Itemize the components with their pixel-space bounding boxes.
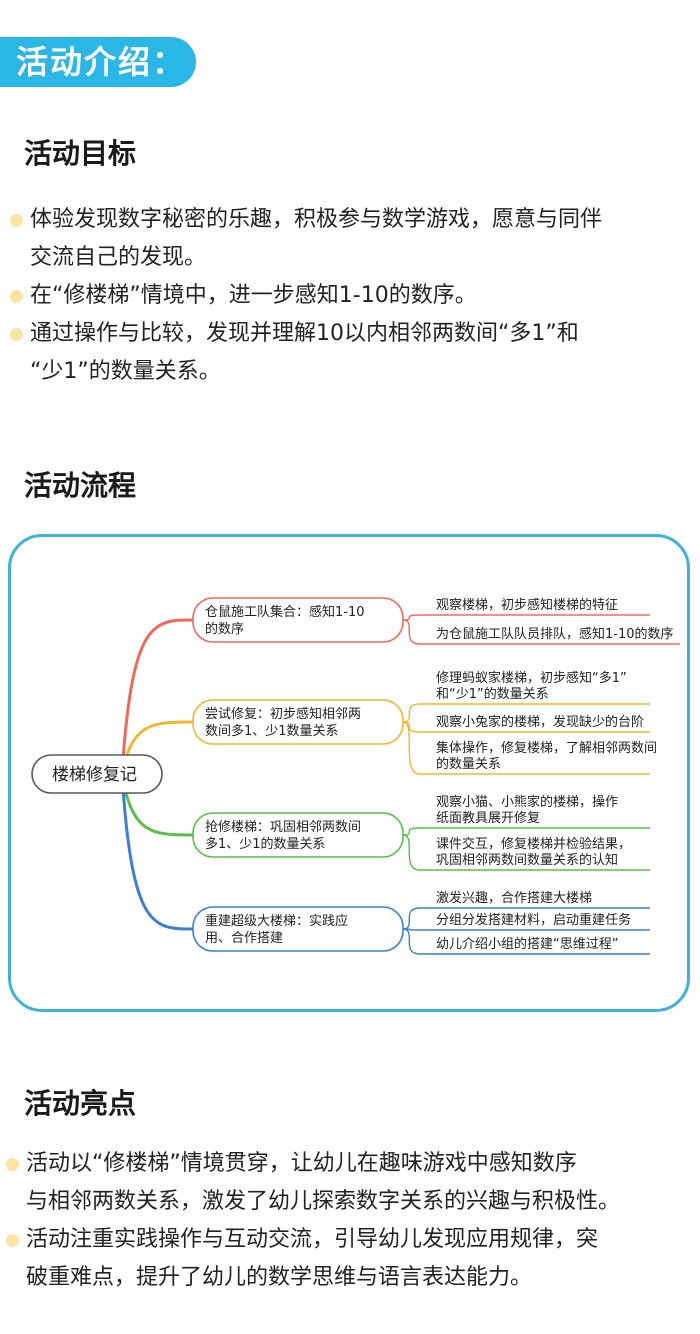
bullet-dot xyxy=(10,290,23,303)
goal-item: 体验发现数字秘密的乐趣，积极参与数学游戏，愿意与同伴交流自己的发现。 xyxy=(10,201,692,277)
branch-label: 重建超级大楼梯：实践应用、合作搭建 xyxy=(205,913,348,946)
highlights-title-text: 活动亮点 xyxy=(24,1087,137,1120)
bullet-dot xyxy=(6,1158,19,1171)
branch-connector xyxy=(120,773,194,931)
flow-section-title: 活动流程 xyxy=(8,466,155,506)
leaf-connector xyxy=(402,834,421,871)
leaf-label: 幼儿介绍小组的搭建“思维过程” xyxy=(436,936,618,952)
leaf-label: 修理蚂蚁家楼梯，初步感知“多1”和“少1”的数量关系 xyxy=(436,670,627,702)
leaf-label: 观察小兔家的楼梯，发现缺少的台阶 xyxy=(436,714,644,730)
leaf-connector xyxy=(402,619,421,645)
bullet-dot xyxy=(10,214,23,227)
leaf-label: 集体操作，修复楼梯，了解相邻两数间的数量关系 xyxy=(436,740,657,772)
root-label: 楼梯修复记 xyxy=(52,765,137,785)
leaf-label: 观察楼梯，初步感知楼梯的特征 xyxy=(436,597,618,613)
leaf-label: 观察小猫、小熊家的楼梯，操作纸面教具展开修复 xyxy=(436,794,618,826)
branch-connector xyxy=(120,618,194,775)
leaf-connector xyxy=(402,827,421,836)
bullet-dot xyxy=(6,1234,19,1247)
leaf-connector xyxy=(402,703,421,723)
leaf-connector xyxy=(402,928,421,955)
leaf-connector xyxy=(402,614,421,621)
bullet-dot xyxy=(10,328,23,341)
goals-title-text: 活动目标 xyxy=(24,137,137,170)
highlight-item: 活动以“修楼梯”情境贯穿，让幼儿在趣味游戏中感知数序与相邻两数关系，激发了幼儿探… xyxy=(6,1145,696,1221)
leaf-label: 分组分发搭建材料，启动重建任务 xyxy=(436,912,631,928)
branch-label: 抢修楼梯：巩固相邻两数间多1、少1的数量关系 xyxy=(205,819,361,852)
flow-title-text: 活动流程 xyxy=(24,469,137,502)
goal-item: 通过操作与比较，发现并理解10以内相邻两数间“多1”和“少1”的数量关系。 xyxy=(10,315,692,391)
goals-list: 体验发现数字秘密的乐趣，积极参与数学游戏，愿意与同伴交流自己的发现。 在“修楼梯… xyxy=(10,201,692,391)
highlights-section-title: 活动亮点 xyxy=(8,1084,155,1124)
leaf-connector xyxy=(402,907,421,930)
leaf-connector xyxy=(402,721,421,775)
mindmap-frame xyxy=(8,534,690,1012)
leaf-label: 课件交互，修复楼梯并检验结果，巩固相邻两数间数量关系的认知 xyxy=(436,836,631,868)
branch-label: 尝试修复：初步感知相邻两数间多1、少1数量关系 xyxy=(205,706,361,739)
goals-section-title: 活动目标 xyxy=(8,134,155,174)
intro-heading: 活动介绍： xyxy=(0,37,196,87)
highlight-item: 活动注重实践操作与互动交流，引导幼儿发现应用规律，突破重难点，提升了幼儿的数学思… xyxy=(6,1221,696,1297)
leaf-label: 激发兴趣，合作搭建大楼梯 xyxy=(436,890,592,906)
highlights-list: 活动以“修楼梯”情境贯穿，让幼儿在趣味游戏中感知数序与相邻两数关系，激发了幼儿探… xyxy=(6,1145,696,1297)
goal-item: 在“修楼梯”情境中，进一步感知1-10的数序。 xyxy=(10,277,692,315)
root-node xyxy=(31,754,163,794)
leaf-label: 为仓鼠施工队队员排队，感知1-10的数序 xyxy=(436,626,674,642)
